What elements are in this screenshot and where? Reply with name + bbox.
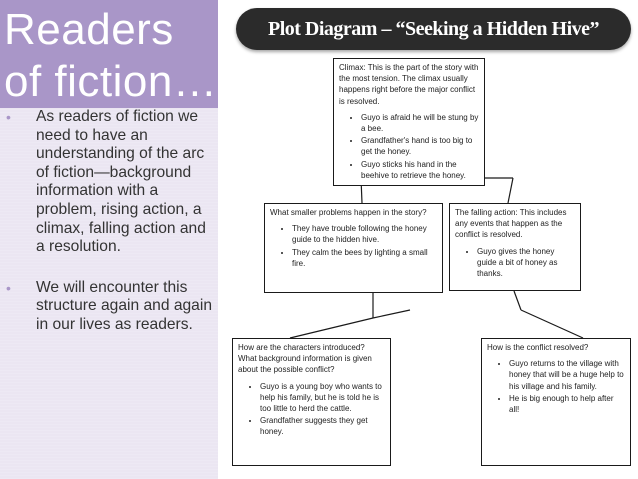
- exposition-items: Guyo is a young boy who wants to help hi…: [238, 381, 385, 438]
- slide-title: Readers of fiction…: [4, 4, 234, 108]
- bullet-list: • As readers of fiction we need to have …: [6, 108, 212, 335]
- rising-action-box: What smaller problems happen in the stor…: [264, 203, 443, 293]
- title-band: [0, 0, 218, 108]
- bullet-text: As readers of fiction we need to have an…: [36, 108, 206, 256]
- list-item: Guyo is a young boy who wants to help hi…: [260, 381, 385, 415]
- slide-title-line-2: of fiction…: [4, 57, 218, 106]
- list-item: They have trouble following the honey gu…: [292, 223, 437, 245]
- list-item: They calm the bees by lighting a small f…: [292, 247, 437, 269]
- climax-question: Climax: This is the part of the story wi…: [339, 63, 479, 106]
- exposition-question: How are the characters introduced? What …: [238, 343, 372, 375]
- list-item: Grandfather's hand is too big to get the…: [361, 135, 479, 157]
- climax-box: Climax: This is the part of the story wi…: [333, 58, 485, 186]
- list-item: Guyo returns to the village with honey t…: [509, 358, 625, 392]
- exposition-box: How are the characters introduced? What …: [232, 338, 391, 466]
- arc-line-rising-lower: [372, 309, 411, 319]
- diagram-header-bar: Plot Diagram – “Seeking a Hidden Hive”: [236, 8, 631, 50]
- list-item: Guyo gives the honey guide a bit of hone…: [477, 246, 575, 280]
- bullet-item: • We will encounter this structure again…: [6, 279, 212, 335]
- left-text-panel: Readers of fiction… • As readers of fict…: [0, 0, 218, 479]
- rising-action-items: They have trouble following the honey gu…: [270, 223, 437, 269]
- falling-action-question: The falling action: This includes any ev…: [455, 208, 567, 240]
- rising-action-question: What smaller problems happen in the stor…: [270, 208, 427, 217]
- arc-line-climax-to-falling: [507, 177, 514, 204]
- arc-line-exposition-to-rising: [289, 317, 374, 339]
- resolution-box: How is the conflict resolved? Guyo retur…: [481, 338, 631, 466]
- plot-diagram-panel: Plot Diagram – “Seeking a Hidden Hive” C…: [218, 0, 638, 479]
- resolution-items: Guyo returns to the village with honey t…: [487, 358, 625, 415]
- bullet-dot-icon: •: [6, 279, 11, 296]
- arc-line-falling-to-resolution: [520, 309, 584, 339]
- bullet-item: • As readers of fiction we need to have …: [6, 108, 212, 257]
- slide-title-line-1: Readers: [4, 5, 174, 54]
- climax-items: Guyo is afraid he will be stung by a bee…: [339, 112, 479, 181]
- list-item: Guyo is afraid he will be stung by a bee…: [361, 112, 479, 134]
- bullet-dot-icon: •: [6, 109, 11, 125]
- resolution-question: How is the conflict resolved?: [487, 343, 589, 352]
- list-item: He is big enough to help after all!: [509, 393, 625, 415]
- list-item: Guyo sticks his hand in the beehive to r…: [361, 159, 479, 181]
- diagram-title: Plot Diagram – “Seeking a Hidden Hive”: [268, 18, 600, 40]
- falling-action-box: The falling action: This includes any ev…: [449, 203, 581, 291]
- bullet-text: We will encounter this structure again a…: [36, 278, 212, 333]
- list-item: Grandfather suggests they get honey.: [260, 415, 385, 437]
- arc-line-falling-lower: [513, 290, 522, 311]
- falling-action-items: Guyo gives the honey guide a bit of hone…: [455, 246, 575, 280]
